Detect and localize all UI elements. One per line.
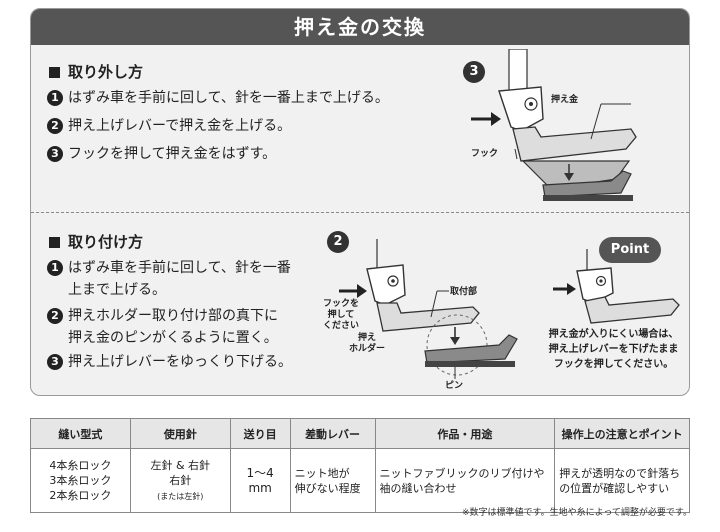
table-header: 縫い型式 — [30, 418, 131, 449]
table-header: 使用針 — [129, 418, 231, 449]
figure-step-number: 3 — [463, 61, 485, 83]
point-badge: Point — [599, 237, 661, 263]
step-number-icon: 3 — [47, 354, 63, 370]
square-bullet-icon — [49, 67, 60, 78]
label-holder: 押え ホルダー — [349, 333, 386, 354]
section-divider — [31, 212, 689, 213]
step-number-icon: 3 — [47, 146, 63, 162]
attach-section-title: 取り付け方 — [49, 231, 143, 252]
label-presser-foot: 押え金 — [551, 95, 579, 105]
label-hook: フック — [471, 149, 499, 159]
figure-step-number: 2 — [327, 231, 349, 253]
label-pin: ピン — [445, 381, 464, 391]
step-number-icon: 1 — [47, 260, 63, 276]
spec-table: 縫い型式 使用針 送り目 差動レバー 作品・用途 操作上の注意とポイント 4本糸… — [30, 418, 690, 513]
step-number-icon: 2 — [47, 308, 63, 324]
presser-foot-attach-illustration — [339, 239, 518, 379]
cell-needle: 左針 & 右針 右針 (または左針) — [129, 448, 231, 513]
table-header: 差動レバー — [289, 418, 376, 449]
square-bullet-icon — [49, 237, 60, 248]
cell-use: ニットファブリックのリブ付けや 袖の縫い合わせ — [374, 448, 556, 513]
presser-foot-removal-illustration — [471, 49, 637, 201]
cell-stitch: 4本糸ロック 3本糸ロック 2本糸ロック — [30, 448, 131, 513]
label-push-hook: フックを 押して ください — [323, 299, 360, 331]
cell-notes: 押えが透明なので針落ち の位置が確認しやすい — [554, 448, 690, 513]
table-header: 作品・用途 — [374, 418, 556, 449]
step-number-icon: 2 — [47, 118, 63, 134]
page-title: 押え金の交換 — [31, 9, 689, 45]
table-header: 送り目 — [229, 418, 291, 449]
table-row: 4本糸ロック 3本糸ロック 2本糸ロック 左針 & 右針 右針 (または左針) … — [30, 448, 690, 513]
presser-foot-point-illustration — [553, 249, 680, 324]
table-header-row: 縫い型式 使用針 送り目 差動レバー 作品・用途 操作上の注意とポイント — [30, 418, 690, 449]
point-note: 押え金が入りにくい場合は、 押え上げレバーを下げたまま フックを押してください。 — [548, 329, 679, 370]
step-number-icon: 1 — [47, 90, 63, 106]
footnote: ※数字は標準値です。生地や糸によって調整が必要です。 — [461, 508, 692, 518]
cell-feed: 1〜4 mm — [229, 448, 291, 513]
label-mount: 取付部 — [450, 287, 478, 297]
cell-differential: ニット地が 伸びない程度 — [289, 448, 376, 513]
table-header: 操作上の注意とポイント — [554, 418, 690, 449]
removal-section-title: 取り外し方 — [49, 61, 143, 82]
